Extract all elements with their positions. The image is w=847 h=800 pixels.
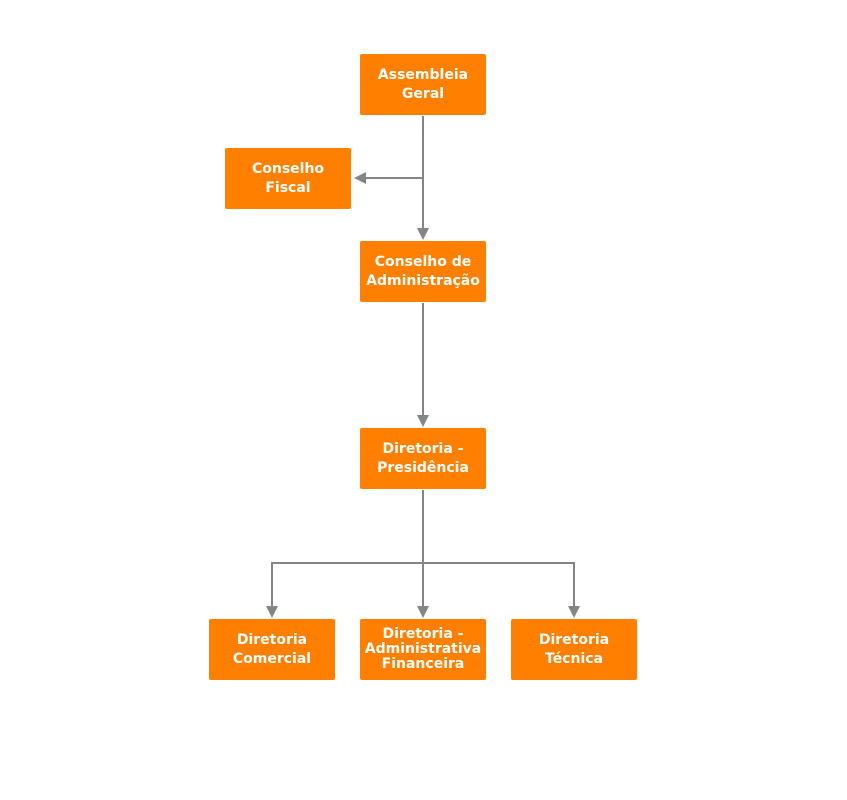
node-diretoria-tecnica: Diretoria Técnica — [511, 619, 637, 680]
node-diretoria-comercial: Diretoria Comercial — [209, 619, 335, 680]
node-diretoria-administrativa-financeira: Diretoria - Administrativa Financeira — [360, 619, 486, 680]
node-label: Diretoria Técnica — [538, 631, 610, 667]
node-label: Conselho de Administração — [366, 253, 480, 289]
node-conselho-fiscal: Conselho Fiscal — [225, 148, 351, 209]
node-assembleia-geral: Assembleia Geral — [360, 54, 486, 115]
node-label: Diretoria - Presidência — [377, 440, 469, 476]
node-diretoria-presidencia: Diretoria - Presidência — [360, 428, 486, 489]
node-label: Diretoria Comercial — [232, 631, 312, 667]
node-label: Conselho Fiscal — [251, 160, 325, 196]
node-label: Diretoria - Administrativa Financeira — [364, 626, 482, 672]
node-conselho-administracao: Conselho de Administração — [360, 241, 486, 302]
node-label: Assembleia Geral — [377, 66, 469, 102]
